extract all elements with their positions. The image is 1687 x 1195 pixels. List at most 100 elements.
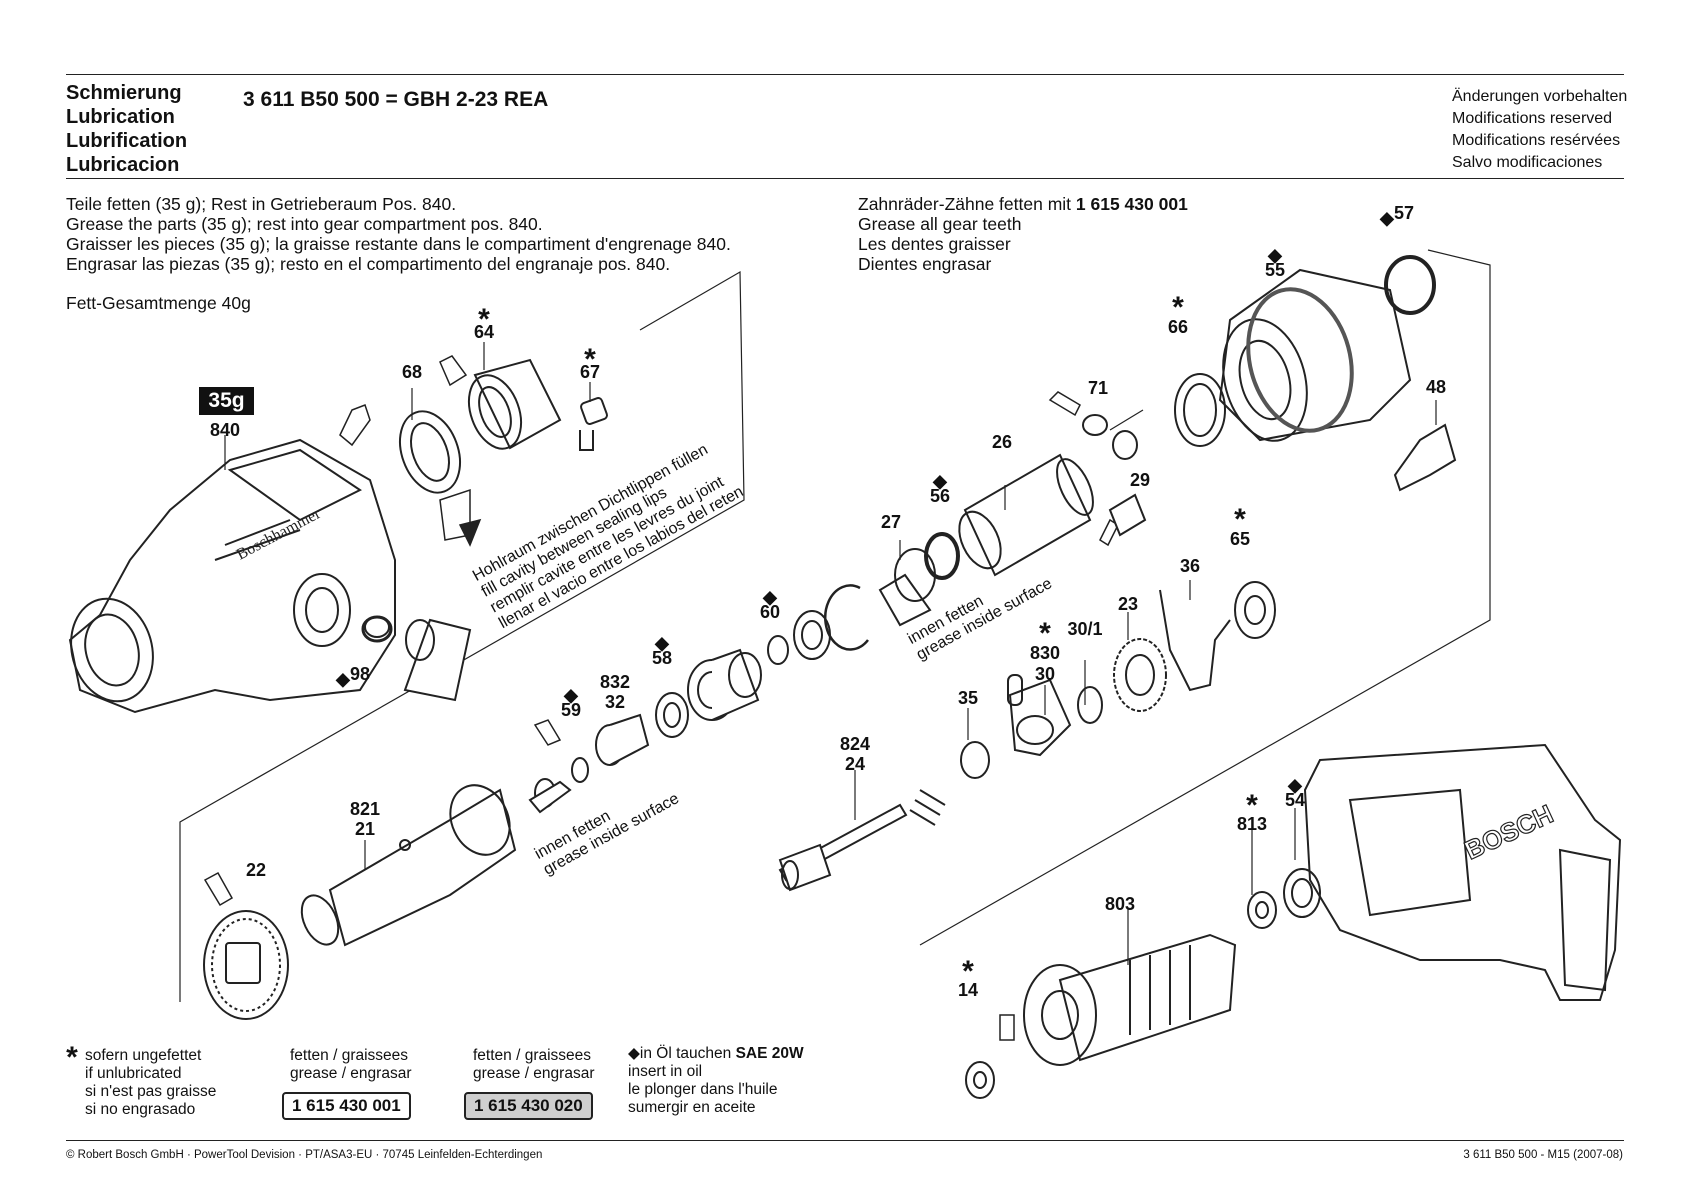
- unlubricated-star-icon: *: [478, 303, 490, 336]
- label-71: 71: [1087, 378, 1109, 398]
- leader-lines: [224, 342, 1437, 965]
- grease-tube-020: 1 615 430 020: [464, 1092, 593, 1120]
- selector-knob: [364, 616, 472, 702]
- label-30-1: 30/1: [1067, 619, 1103, 639]
- gear-housing-840: Boschhammer: [68, 438, 396, 714]
- label-26: 26: [991, 432, 1013, 452]
- oil-drop-icon: ◆: [655, 632, 669, 653]
- unlubricated-star-icon: *: [1234, 503, 1246, 536]
- title-de: Schmierung: [66, 82, 182, 104]
- footer-copyright: © Robert Bosch GmbH · PowerTool Devision…: [66, 1149, 543, 1161]
- gear-instruction-en: Grease all gear teeth: [858, 214, 1022, 234]
- label-68: 68: [401, 362, 423, 382]
- impact-parts: [528, 584, 869, 814]
- label-60: ◆60: [759, 586, 781, 622]
- label-821: 821: [349, 799, 381, 819]
- instruction-en: Grease the parts (35 g); rest into gear …: [66, 214, 543, 234]
- unlubricated-star-icon: *: [1246, 789, 1258, 822]
- title-es: Lubricacion: [66, 154, 180, 176]
- instruction-fr: Graisser les pieces (35 g); la graisse r…: [66, 234, 731, 254]
- gear-teeth-instruction: Zahnräder-Zähne fetten mit: [858, 194, 1072, 214]
- oil-grade: SAE 20W: [735, 1045, 804, 1062]
- oil-drop-icon: ◆: [1379, 207, 1394, 228]
- fan-14: [965, 1061, 995, 1099]
- unlubricated-star-icon: *: [1172, 291, 1184, 324]
- label-98: ◆98: [335, 664, 371, 689]
- legend-star-icon: *: [66, 1041, 78, 1074]
- instruction-de: Teile fetten (35 g); Rest in Getrieberau…: [66, 194, 457, 214]
- piston-assembly: [878, 414, 1147, 627]
- label-54: ◆54: [1284, 774, 1306, 810]
- label-30: 30: [1034, 664, 1056, 684]
- grease-tube-icons: [203, 355, 1119, 1041]
- title-fr: Lubrification: [66, 130, 188, 152]
- label-66: 66: [1167, 317, 1189, 337]
- legend-unlubricated: sofern ungefettet if unlubricated si n'e…: [85, 1047, 217, 1118]
- footer-document-id: 3 611 B50 500 - M15 (2007-08): [1463, 1149, 1623, 1161]
- label-24: 24: [844, 754, 866, 774]
- notice-de: Änderungen vorbehalten: [1452, 88, 1628, 105]
- instructions-left: Teile fetten (35 g); Rest in Getrieberau…: [66, 194, 731, 274]
- o-ring-98: [361, 615, 393, 643]
- oil-drop-icon: ◆: [763, 586, 777, 607]
- grease-amount-badge: 35g: [199, 387, 254, 415]
- label-64: 64: [473, 322, 495, 342]
- oil-drop-icon: ◆: [628, 1045, 640, 1062]
- label-832: 832: [599, 672, 631, 692]
- legend-grease-2: fetten / graissees grease / engrasar: [473, 1047, 595, 1082]
- intermediate-flange: [1174, 255, 1457, 492]
- label-21: 21: [354, 819, 376, 839]
- label-830: 830: [1029, 643, 1061, 663]
- oil-drop-icon: ◆: [1288, 774, 1302, 795]
- tool-holder-spindle: [300, 784, 517, 947]
- label-55: ◆55: [1264, 244, 1286, 280]
- instruction-es: Engrasar las piezas (35 g); resto en el …: [66, 254, 671, 274]
- label-824: 824: [839, 734, 871, 754]
- notice-fr: Modifications resérvées: [1452, 132, 1621, 149]
- gear-instruction-es: Dientes engrasar: [858, 254, 992, 274]
- footer-rule: [66, 1140, 1624, 1141]
- gear-22: [203, 910, 289, 1020]
- label-48: 48: [1425, 377, 1447, 397]
- label-803: 803: [1104, 894, 1136, 914]
- instructions-right: Zahnräder-Zähne fetten mit 1 615 430 001…: [858, 194, 1188, 274]
- legend-oil: ◆in Öl tauchen SAE 20W insert in oil le …: [628, 1045, 804, 1116]
- label-35: 35: [957, 688, 979, 708]
- total-amount: Fett-Gesamtmenge 40g: [66, 293, 251, 313]
- gear-instruction-fr: Les dentes graisser: [858, 234, 1011, 254]
- oil-instruction: in Öl tauchen: [639, 1045, 732, 1062]
- label-36: 36: [1179, 556, 1201, 576]
- label-29: 29: [1129, 470, 1151, 490]
- top-rule: [66, 74, 1624, 75]
- label-67: 67: [579, 362, 601, 382]
- label-23: 23: [1117, 594, 1139, 614]
- label-65: 65: [1229, 529, 1251, 549]
- unlubricated-star-icon: *: [584, 343, 596, 376]
- armature-bearings: [1247, 868, 1321, 929]
- assembly-frames: [179, 249, 1491, 1002]
- gear-train: [909, 581, 1276, 826]
- label-57: ◆57: [1379, 203, 1415, 228]
- title-en: Lubrication: [66, 106, 175, 128]
- upper-left-parts: [399, 358, 608, 494]
- label-32: 32: [604, 692, 626, 712]
- modification-notice: Änderungen vorbehalten Modifications res…: [1452, 86, 1627, 174]
- label-813: 813: [1236, 814, 1268, 834]
- unlubricated-star-icon: *: [962, 955, 974, 988]
- label-14: 14: [957, 980, 979, 1000]
- oil-drop-icon: ◆: [564, 684, 578, 705]
- unlubricated-star-icon: *: [1039, 617, 1051, 650]
- label-58: ◆58: [651, 632, 673, 668]
- gear-grease-part-number: 1 615 430 001: [1075, 194, 1188, 214]
- header-rule: [66, 178, 1624, 179]
- header-titles: Schmierung Lubrication Lubrification Lub…: [66, 81, 187, 177]
- oil-drop-icon: ◆: [335, 668, 350, 689]
- legend-grease-1: fetten / graissees grease / engrasar: [290, 1047, 412, 1082]
- motor-housing: BOSCH: [1303, 743, 1622, 1001]
- grease-tube-001: 1 615 430 001: [282, 1092, 411, 1120]
- notice-es: Salvo modificaciones: [1452, 154, 1603, 171]
- label-27: 27: [880, 512, 902, 532]
- label-840: 840: [209, 420, 241, 440]
- intermediate-shaft: [778, 803, 908, 892]
- label-56: ◆56: [929, 470, 951, 506]
